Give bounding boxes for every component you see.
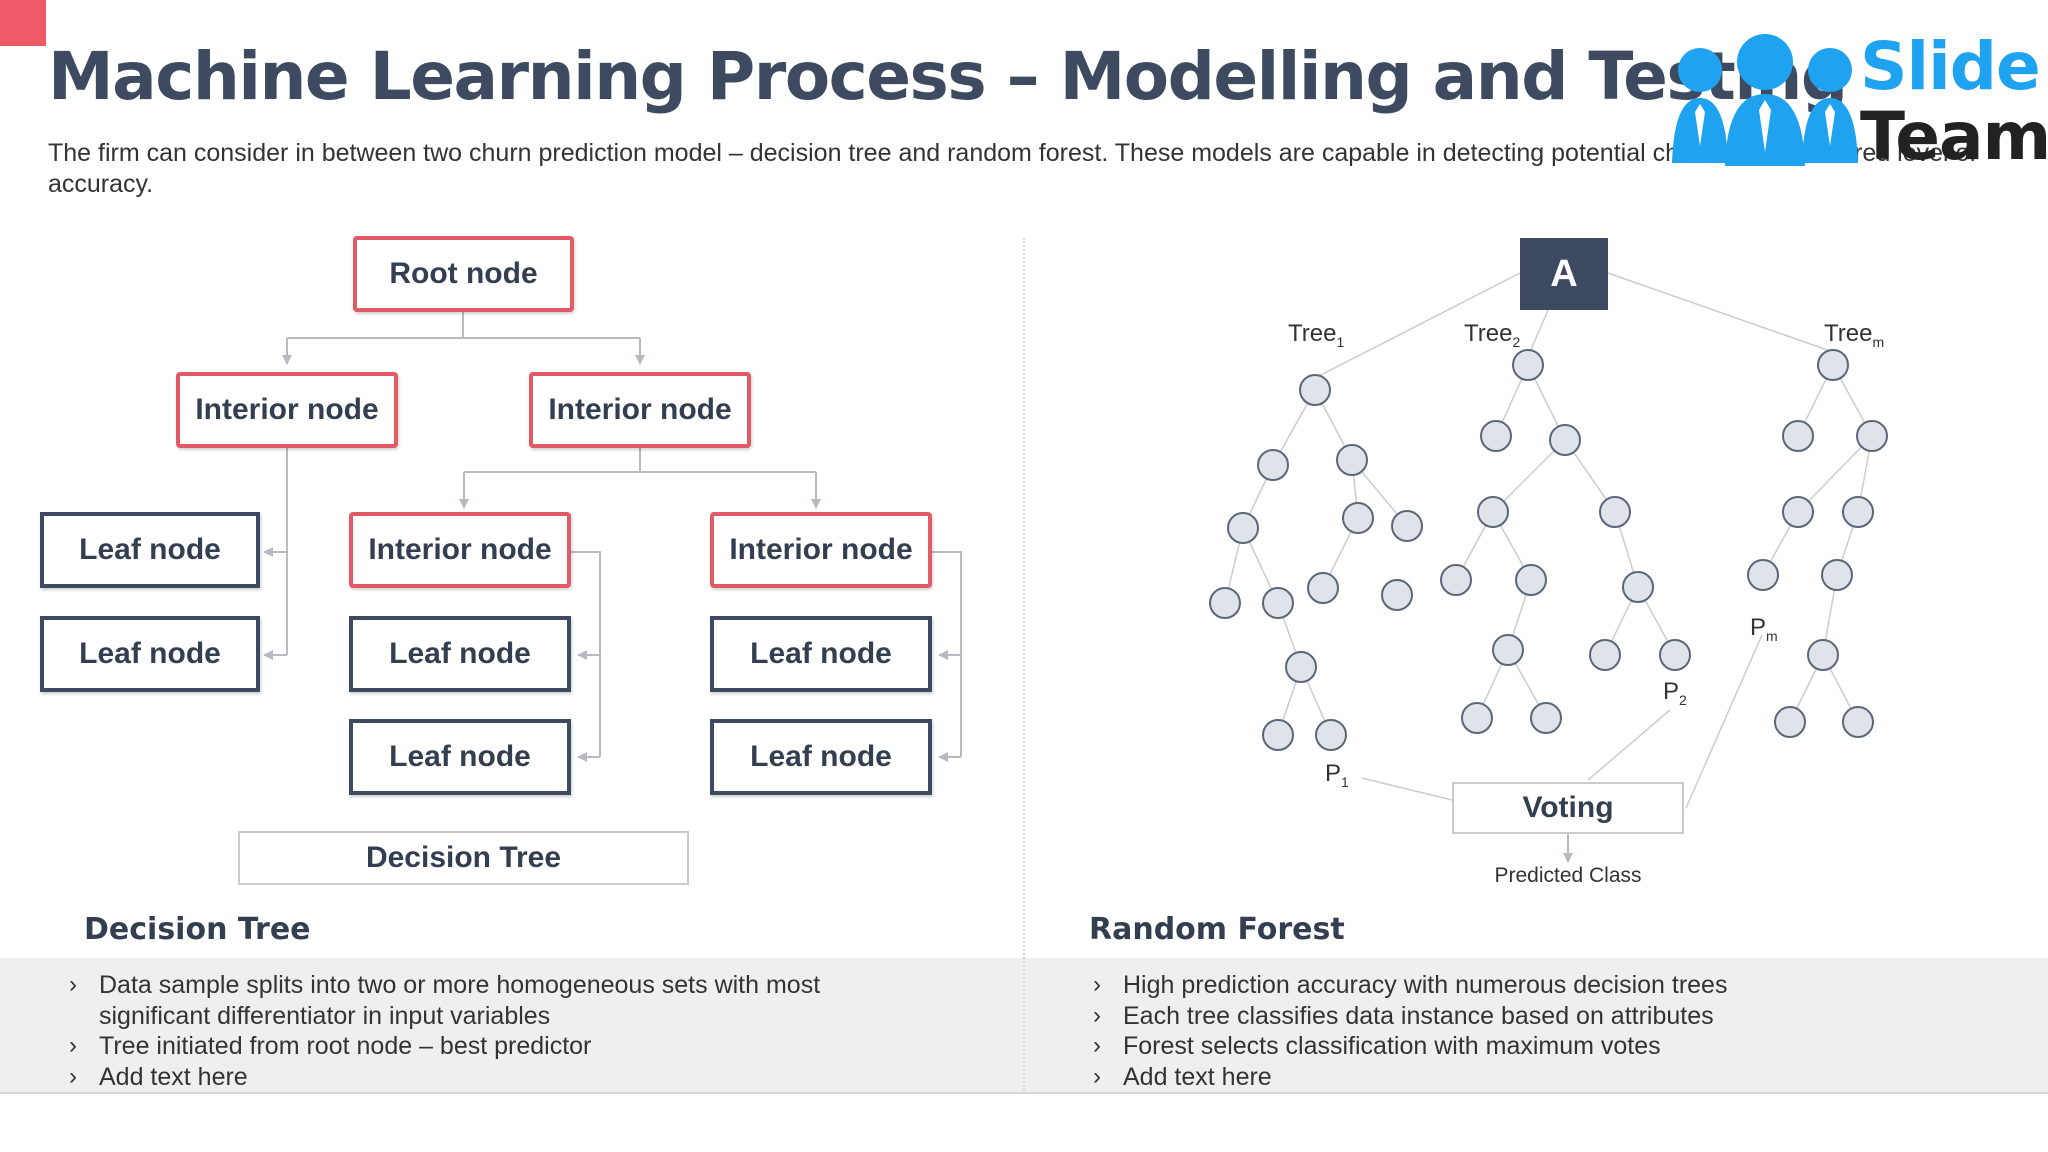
decision-tree-bullets: Data sample splits into two or more homo… [69, 970, 869, 1092]
tree1-label: Tree1 [1288, 320, 1345, 350]
leaf-node: Leaf node [710, 616, 932, 692]
list-item: Tree initiated from root node – best pre… [69, 1031, 869, 1062]
leaf-node: Leaf node [40, 512, 260, 588]
list-item: Forest selects classification with maxim… [1093, 1031, 1993, 1062]
interior-node-mid: Interior node [349, 512, 571, 588]
leaf-node: Leaf node [349, 719, 571, 795]
random-forest-bullets: High prediction accuracy with numerous d… [1093, 970, 1993, 1092]
tree2-label: Tree2 [1464, 320, 1521, 350]
decision-tree-heading: Decision Tree [84, 912, 311, 947]
predicted-class-label: Predicted Class [1494, 864, 1642, 887]
leaf-node: Leaf node [710, 719, 932, 795]
root-node: Root node [353, 236, 574, 312]
page-title: Machine Learning Process – Modelling and… [48, 38, 1848, 115]
forest-tree-nodes [1209, 349, 1888, 751]
panel-divider [1023, 958, 1025, 1094]
treem-label: Treem [1824, 320, 1885, 350]
voting-box: Voting [1452, 782, 1684, 834]
interior-node-left: Interior node [176, 372, 398, 448]
p1-label: P1 [1325, 760, 1349, 790]
p2-label: P2 [1663, 678, 1687, 708]
leaf-node: Leaf node [349, 616, 571, 692]
people-icon [1672, 34, 1858, 166]
pm-label: Pm [1750, 614, 1778, 644]
interior-node-far: Interior node [710, 512, 932, 588]
decision-tree-caption: Decision Tree [238, 831, 689, 885]
list-item: Add text here [69, 1062, 869, 1093]
list-item: Each tree classifies data instance based… [1093, 1001, 1993, 1032]
logo-word-team: Team [1860, 98, 2048, 175]
list-item: Add text here [1093, 1062, 1993, 1093]
input-a-box: A [1520, 238, 1608, 310]
list-item: High prediction accuracy with numerous d… [1093, 970, 1993, 1001]
list-item: Data sample splits into two or more homo… [69, 970, 869, 1031]
column-divider [1023, 238, 1025, 1094]
logo-word-slide: Slide [1860, 28, 2041, 105]
slideteam-logo: Slide Team [1670, 28, 2048, 175]
interior-node-right: Interior node [529, 372, 751, 448]
leaf-node: Leaf node [40, 616, 260, 692]
corner-accent [0, 0, 46, 46]
page-subtitle: The firm can consider in between two chu… [48, 139, 1977, 198]
random-forest-heading: Random Forest [1089, 912, 1345, 947]
